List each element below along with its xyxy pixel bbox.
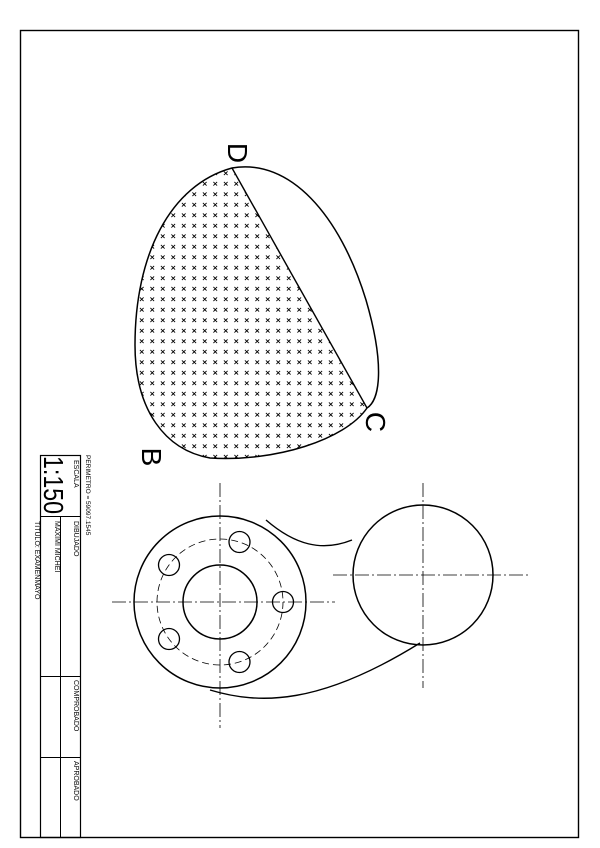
lower-tangent-arc	[209, 642, 421, 699]
bolt-hole	[228, 530, 251, 554]
perimeter-readout: PERIMETRO = 59097.1545	[84, 455, 91, 536]
flange-figure	[112, 483, 530, 728]
flange-outer-circle	[133, 515, 307, 689]
egg-figure: D C B	[134, 143, 391, 467]
flange-bore	[182, 564, 258, 640]
bolt-circle	[156, 538, 284, 666]
upper-tangent-arc	[265, 519, 353, 547]
drawing-title: TITULO: EXAMENMAYO	[33, 521, 40, 600]
point-label-d: D	[222, 143, 253, 163]
drawn-by-name: MAXIMI MICHEI	[53, 521, 60, 572]
drawn-label: DIBUJADO	[72, 521, 79, 557]
hatch-fill	[135, 168, 367, 459]
checked-label: COMPROBADO	[72, 680, 79, 732]
approved-label: APROBADO	[72, 761, 79, 801]
egg-outline	[134, 166, 380, 460]
point-label-b: B	[136, 448, 167, 467]
title-block: ESCALA 1:150 DIBUJADO MAXIMI MICHEI TITU…	[33, 454, 91, 839]
point-label-c: C	[360, 412, 391, 432]
drawing-frame	[19, 29, 580, 839]
bolt-hole	[157, 553, 181, 577]
bolt-hole	[228, 650, 251, 674]
lobe-circle	[352, 504, 494, 646]
chord-dc	[231, 167, 368, 409]
scale-value: 1:150	[38, 456, 69, 514]
scale-label: ESCALA	[72, 460, 79, 488]
bolt-hole	[271, 590, 295, 614]
bolt-hole	[157, 627, 181, 651]
